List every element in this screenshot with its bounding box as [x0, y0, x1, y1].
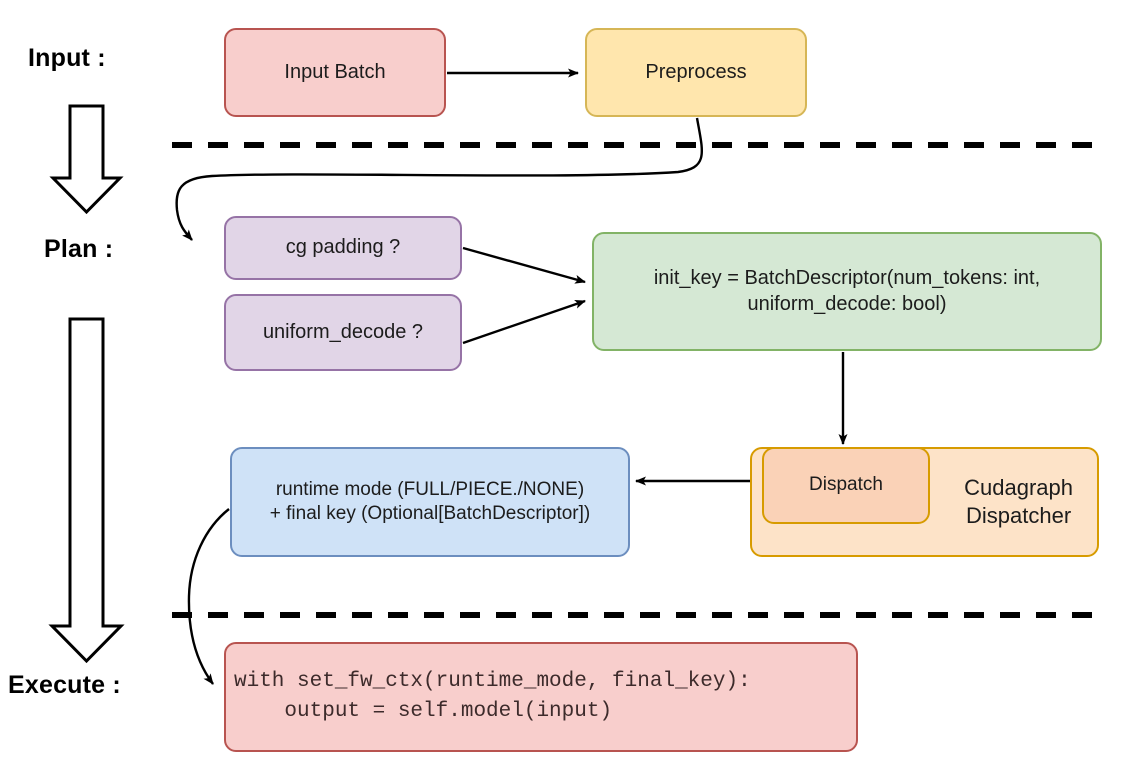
edge-runtime-mode-to-exec-code [187, 508, 230, 685]
input-to-plan-arrow [49, 104, 124, 215]
stage-label-input: Input : [28, 44, 106, 72]
node-dispatch-label: Dispatch [809, 474, 883, 496]
node-cg-padding-label: cg padding ? [285, 236, 401, 259]
node-dispatch[interactable]: Dispatch [762, 447, 930, 524]
node-input-batch-label: Input Batch [284, 60, 386, 83]
node-preprocess-label: Preprocess [645, 60, 747, 83]
node-cg-padding[interactable]: cg padding ? [224, 216, 462, 280]
node-runtime-mode-label: runtime mode (FULL/PIECE./NONE) + final … [269, 478, 591, 524]
node-runtime-mode[interactable]: runtime mode (FULL/PIECE./NONE) + final … [230, 447, 630, 557]
plan-to-execute-arrow [48, 317, 125, 664]
node-uniform-decode-label: uniform_decode ? [262, 320, 424, 343]
stage-label-execute: Execute : [8, 671, 121, 699]
node-preprocess[interactable]: Preprocess [585, 28, 807, 117]
node-uniform-decode[interactable]: uniform_decode ? [224, 294, 462, 371]
node-input-batch[interactable]: Input Batch [224, 28, 446, 117]
node-exec-code[interactable]: with set_fw_ctx(runtime_mode, final_key)… [224, 642, 858, 752]
node-cudagraph-dispatcher-label: Cudagraph Dispatcher [964, 474, 1073, 528]
node-init-key[interactable]: init_key = BatchDescriptor(num_tokens: i… [592, 232, 1102, 351]
edge-cg-padding-to-init-key [462, 246, 586, 284]
stage-label-plan: Plan : [44, 235, 114, 263]
node-init-key-label: init_key = BatchDescriptor(num_tokens: i… [653, 266, 1041, 315]
edge-uniform-decode-to-init-key [462, 299, 586, 345]
node-exec-code-label: with set_fw_ctx(runtime_mode, final_key)… [234, 669, 751, 723]
